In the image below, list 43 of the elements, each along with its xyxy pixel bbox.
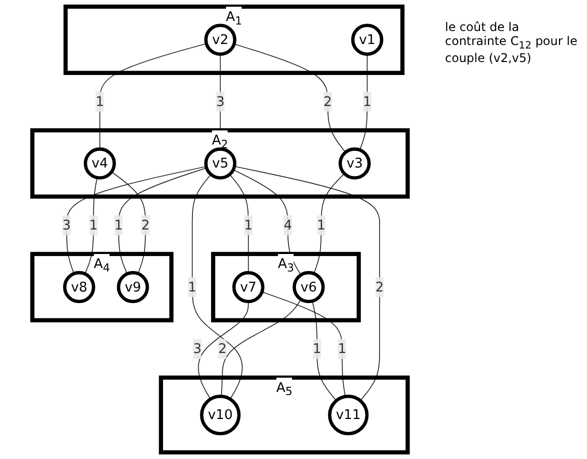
node-circle: v5 bbox=[204, 147, 236, 180]
connector bbox=[232, 169, 302, 276]
connector bbox=[66, 166, 207, 274]
connector bbox=[234, 44, 346, 153]
node-circle: v4 bbox=[84, 147, 116, 180]
node-circle: v10 bbox=[200, 394, 241, 436]
edge-label: 2 bbox=[141, 216, 150, 233]
node-circle: v6 bbox=[292, 271, 325, 304]
node-circle: v3 bbox=[338, 147, 371, 180]
edge-label: 1 bbox=[244, 216, 253, 233]
connector bbox=[118, 168, 208, 274]
edge-label: 2 bbox=[218, 340, 227, 356]
connector bbox=[99, 43, 207, 150]
connector bbox=[192, 174, 243, 400]
connector bbox=[220, 298, 302, 397]
node-circle: v1 bbox=[351, 24, 384, 56]
edge-label: 1 bbox=[89, 216, 98, 233]
connector bbox=[234, 166, 380, 402]
node-circle: v9 bbox=[116, 271, 149, 304]
edge-label: 1 bbox=[362, 93, 372, 110]
connector bbox=[111, 172, 146, 274]
annotation-note: le coût de la contrainte C$_{12}$ pour le couple (v2,v5) bbox=[445, 20, 578, 66]
connector bbox=[198, 301, 249, 400]
edge-label: 1 bbox=[96, 93, 104, 110]
edge-label: 3 bbox=[62, 216, 71, 233]
connector bbox=[313, 173, 345, 274]
edge-label: 1 bbox=[338, 340, 346, 356]
edge-label: 2 bbox=[324, 93, 332, 110]
edge-label: 1 bbox=[316, 216, 326, 233]
connector bbox=[312, 300, 337, 402]
edge-label: 3 bbox=[216, 93, 225, 110]
edge-label: 1 bbox=[114, 216, 123, 233]
edge-label: 1 bbox=[312, 340, 322, 356]
connector bbox=[262, 291, 346, 397]
edge-label: 1 bbox=[188, 278, 197, 295]
node-circle: v8 bbox=[63, 271, 96, 304]
edge-label: 2 bbox=[375, 278, 384, 295]
connector bbox=[84, 177, 98, 274]
edge-label: 4 bbox=[284, 216, 292, 233]
edge-label: 3 bbox=[193, 340, 202, 356]
node-circle: v7 bbox=[232, 271, 264, 304]
node-circle: v2 bbox=[204, 24, 236, 56]
node-circle: v11 bbox=[328, 394, 369, 436]
